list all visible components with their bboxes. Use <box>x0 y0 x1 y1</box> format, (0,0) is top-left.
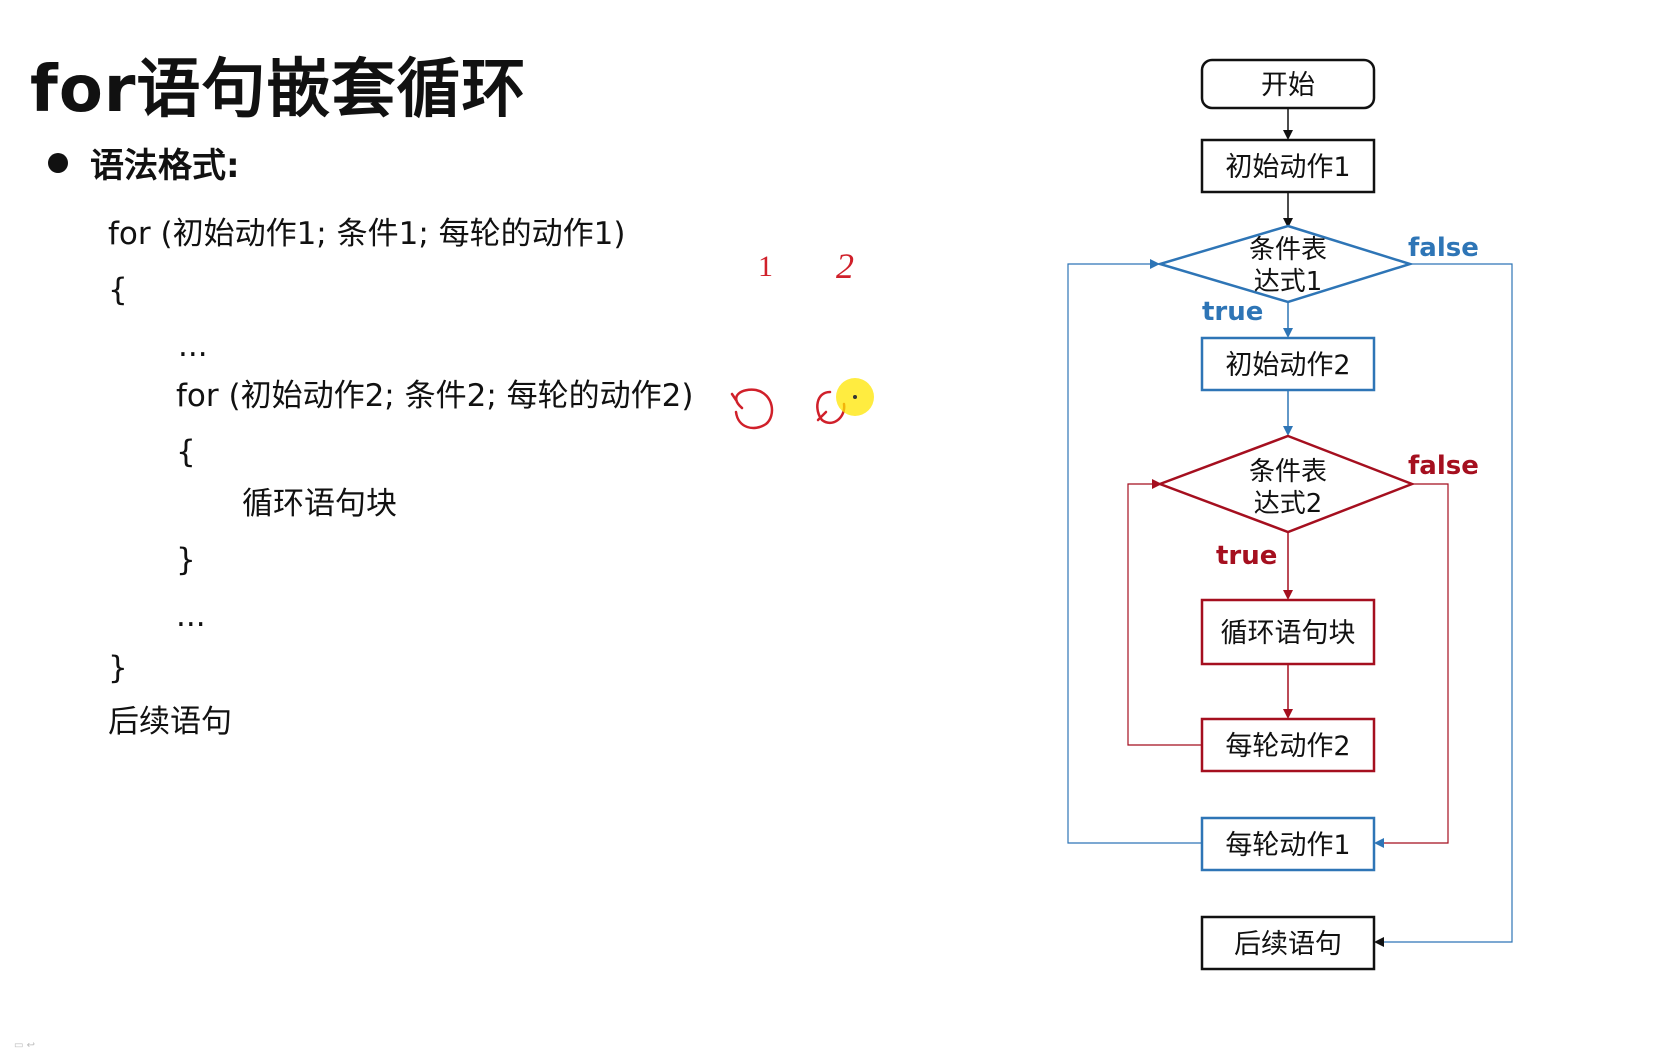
node-step2 <box>1200 717 1376 773</box>
code-outer-open-brace: { <box>108 272 128 308</box>
syntax-bullet: 语法格式: <box>48 138 240 187</box>
node-body <box>1200 598 1376 666</box>
node-step2-label: 每轮动作2 <box>1225 731 1350 762</box>
ink-mark-1: 1 <box>758 250 773 283</box>
node-init1 <box>1200 138 1376 194</box>
edge-cond2-false-to-step1 <box>1374 483 1449 848</box>
cond1-false-label: false <box>1408 233 1479 263</box>
node-cond2-label-line2: 达式2 <box>1254 489 1323 519</box>
code-outer-close-brace: } <box>108 650 128 686</box>
node-cond2 <box>1156 434 1416 534</box>
node-next-label: 后续语句 <box>1234 929 1342 960</box>
ink-annotations <box>730 388 846 430</box>
ink-circle-loop-1 <box>734 388 774 430</box>
code-after-statement: 后续语句 <box>108 704 232 740</box>
ink-mark-2: 2 <box>836 246 854 286</box>
cond1-true-label: true <box>1202 297 1263 327</box>
code-ellipsis-2: ... <box>176 598 206 634</box>
node-cond1-label-line1: 条件表 <box>1249 235 1327 265</box>
node-cond2-label-line1: 条件表 <box>1249 457 1327 487</box>
code-inner-close-brace: } <box>176 542 196 578</box>
syntax-heading: 语法格式: <box>90 146 240 186</box>
node-step1 <box>1200 816 1376 872</box>
slide-footer-icon: ▭ ↩ <box>14 1040 36 1051</box>
slide-title: for语句嵌套循环 <box>30 53 527 127</box>
cond2-true-label: true <box>1216 541 1277 571</box>
cond2-false-label: false <box>1408 451 1479 481</box>
code-ellipsis-1: ... <box>178 328 208 364</box>
cursor-dot-icon <box>853 395 857 399</box>
edge-step2-back-to-cond2 <box>1127 479 1202 746</box>
code-inner-for: for (初始动作2; 条件2; 每轮的动作2) <box>176 378 694 414</box>
node-init2 <box>1200 336 1376 392</box>
edge-cond1-false-to-next <box>1374 263 1513 947</box>
code-outer-for: for (初始动作1; 条件1; 每轮的动作1) <box>108 216 626 252</box>
ink-circle-loop-2 <box>816 390 846 425</box>
node-step1-label: 每轮动作1 <box>1225 830 1350 861</box>
node-next <box>1200 915 1376 971</box>
code-inner-open-brace: { <box>176 434 196 470</box>
node-init2-label: 初始动作2 <box>1225 350 1350 381</box>
ink-tick-1 <box>730 392 738 402</box>
node-body-label: 循环语句块 <box>1221 618 1356 649</box>
node-cond1-label-line2: 达式1 <box>1254 267 1323 297</box>
ink-tick-2 <box>816 410 828 422</box>
bullet-dot-icon <box>48 152 68 173</box>
code-loop-body: 循环语句块 <box>242 486 397 522</box>
edge-step1-back-to-cond1 <box>1067 259 1202 844</box>
node-start-label: 开始 <box>1261 70 1315 101</box>
node-init1-label: 初始动作1 <box>1225 152 1350 183</box>
node-cond1 <box>1155 224 1415 304</box>
node-start <box>1200 58 1376 110</box>
